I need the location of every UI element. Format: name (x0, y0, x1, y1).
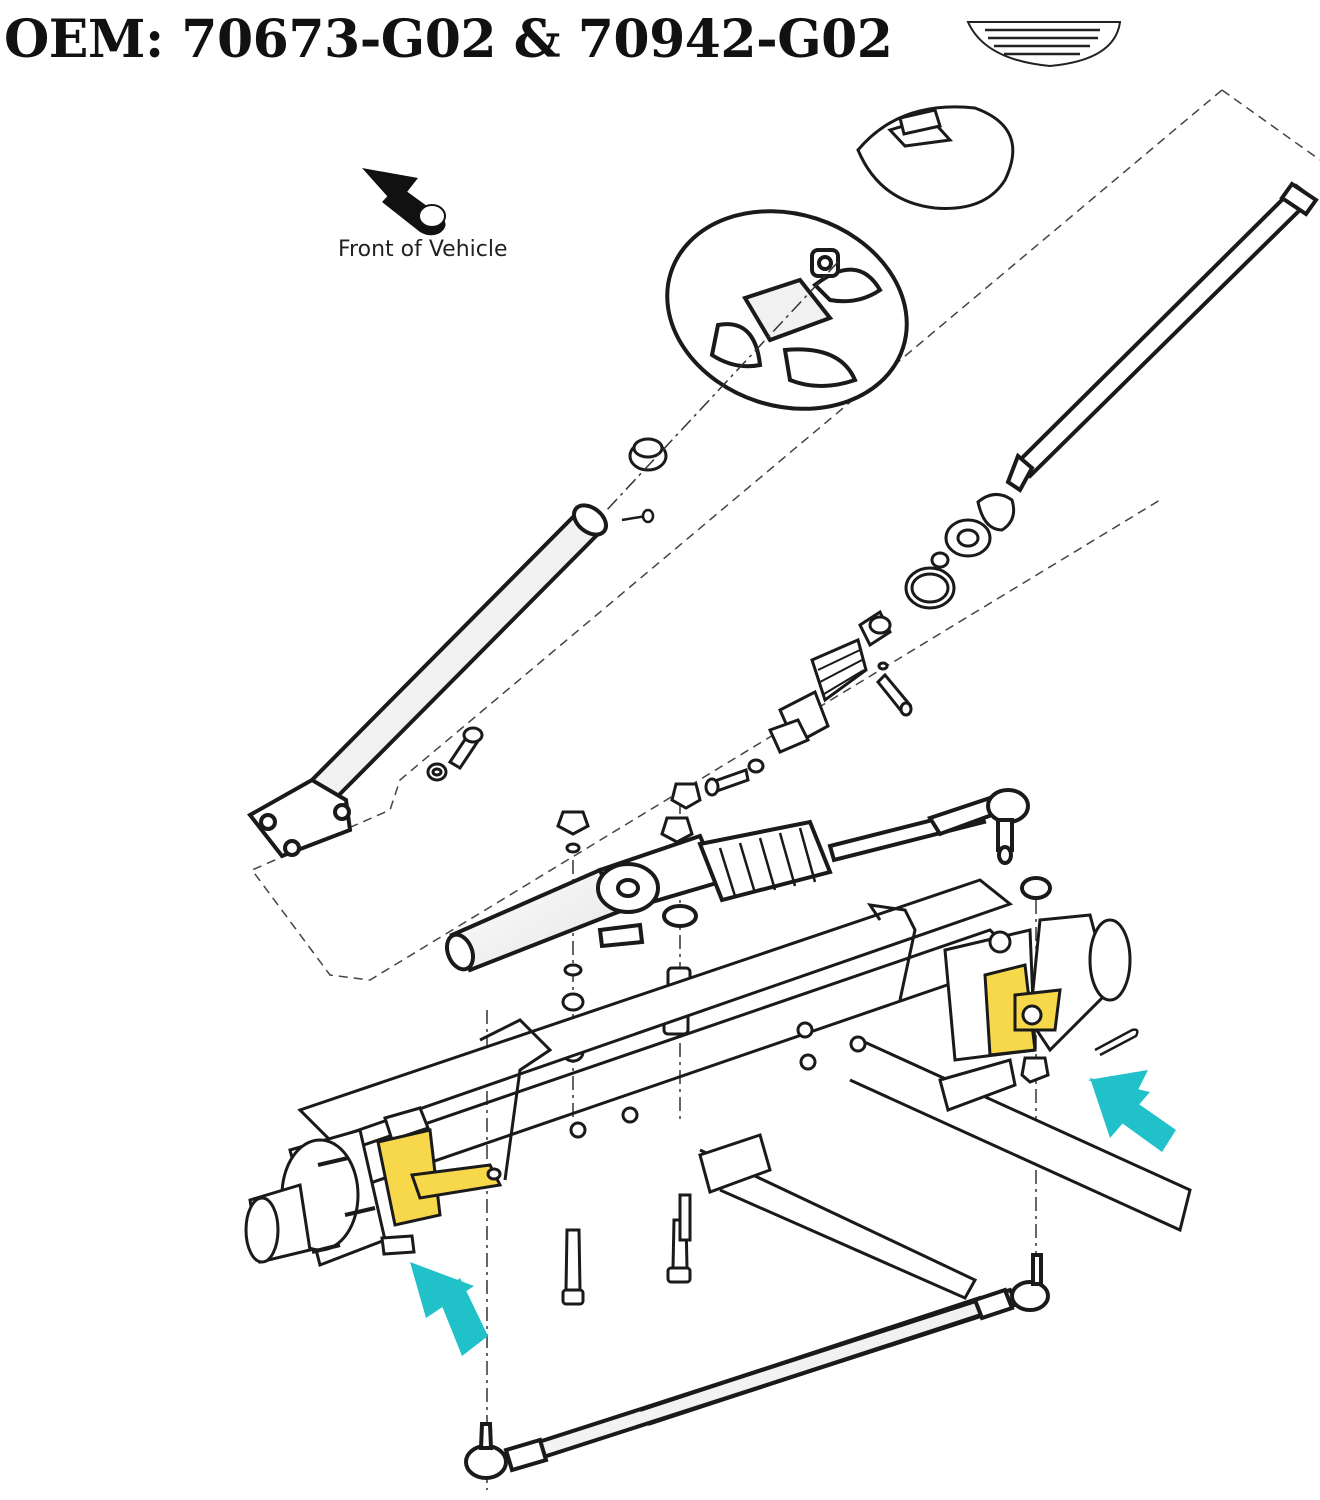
lower-tie-rod (464, 1253, 1050, 1480)
steering-rack (444, 805, 987, 973)
right-steering-knuckle (943, 913, 1132, 1084)
cotter-pin (1094, 1028, 1139, 1057)
left-wheel-hub (244, 1106, 430, 1268)
upper-tie-rod-end (926, 788, 1052, 900)
steering-wheel (665, 209, 909, 411)
shaft-bushing-set (904, 493, 1016, 610)
left-steering-knuckle (376, 1128, 503, 1256)
direction-arrow-icon (362, 168, 446, 236)
column-screw (621, 508, 655, 524)
rack-mounting-bolts (561, 1193, 692, 1306)
orientation-label: Front of Vehicle (338, 237, 508, 262)
pinch-bolt (704, 758, 765, 797)
steering-wheel-cap (856, 105, 1015, 210)
column-bushing (628, 437, 668, 472)
steering-column-tube (246, 503, 608, 859)
column-mount-bolt (426, 726, 484, 782)
page-title: OEM: 70673-G02 & 70942-G02 (4, 9, 893, 70)
assembly-outline (250, 89, 1320, 981)
steering-shaft (1005, 181, 1319, 493)
intermediate-shaft-u-joint (767, 609, 913, 754)
pointer-arrow-icon (410, 1262, 488, 1356)
front-axle-frame (297, 878, 1192, 1300)
warning-label-decal (966, 21, 1122, 68)
pointer-arrow-icon (1088, 1070, 1176, 1152)
